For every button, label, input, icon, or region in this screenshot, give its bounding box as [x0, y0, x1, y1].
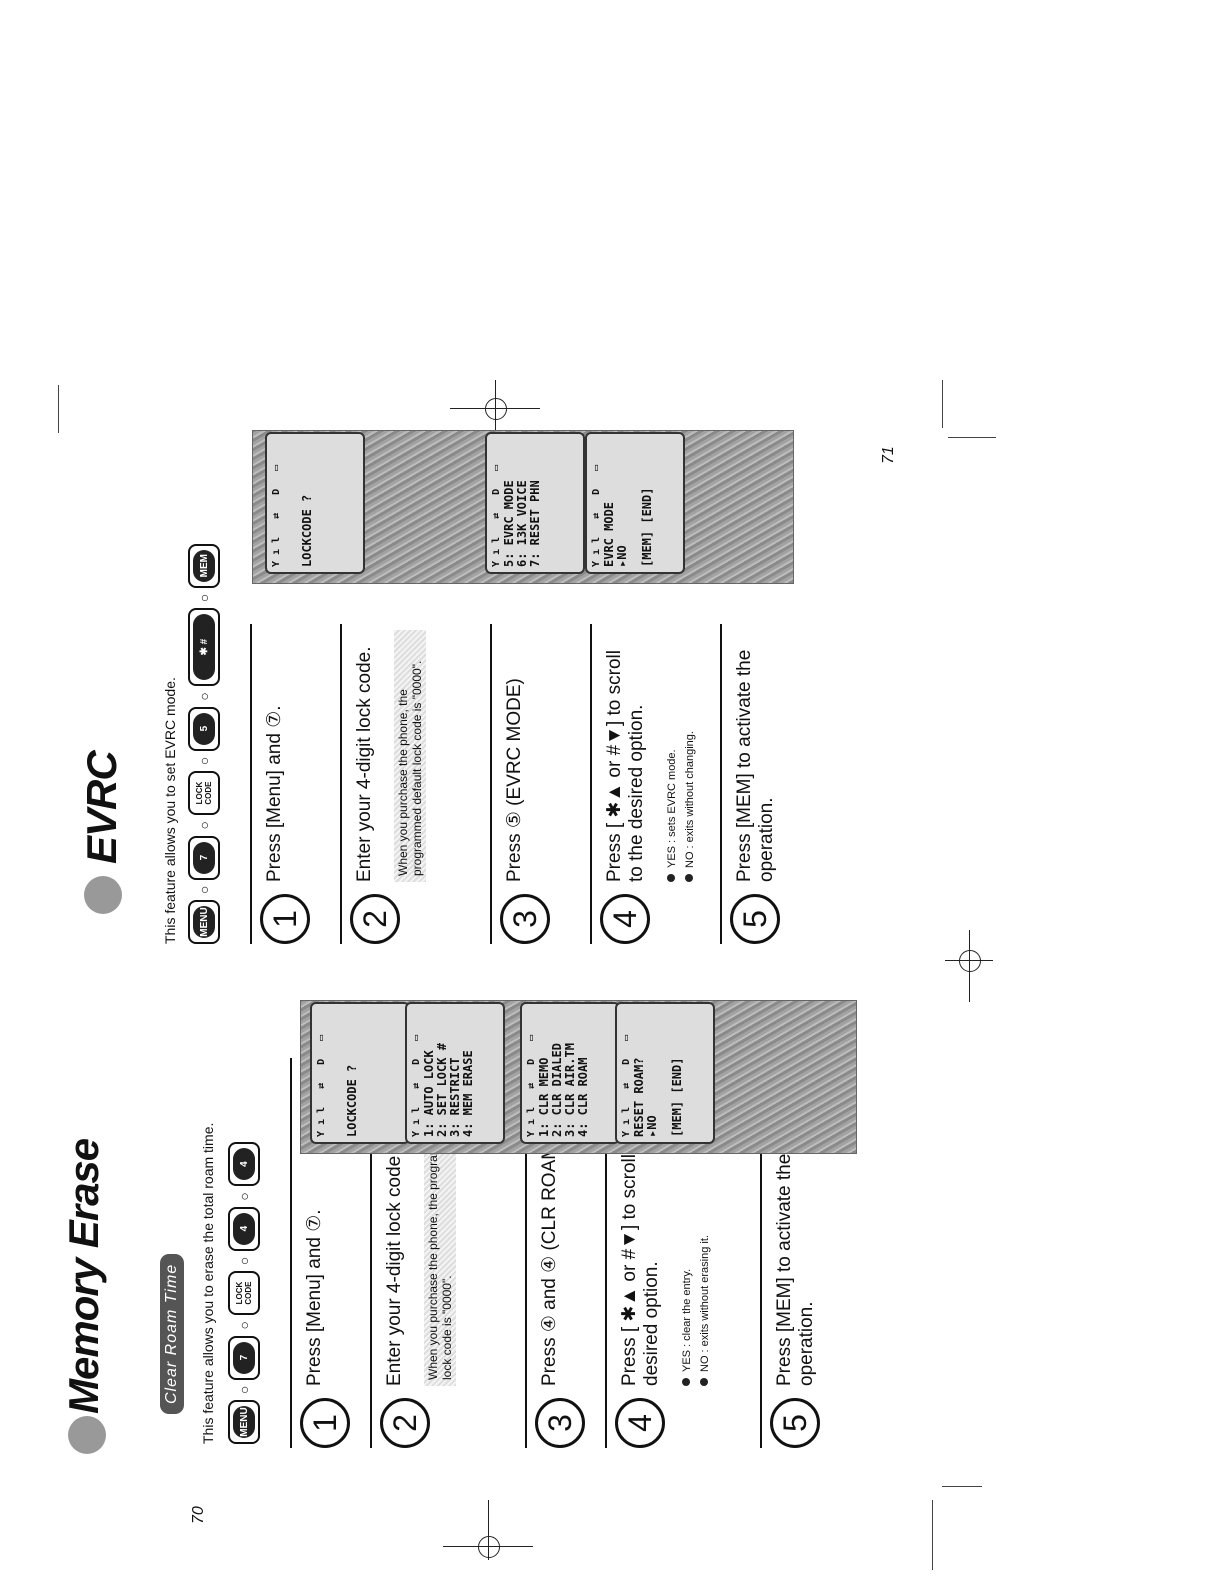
intro-left: This feature allows you to erase the tot… — [200, 1122, 216, 1444]
step-text: Press ④ and ④ (CLR ROAM) — [539, 1137, 560, 1386]
step-number: 3 — [535, 1398, 585, 1448]
arrow-icon: ○ — [196, 593, 212, 603]
lcd-screen: Yıl ⇄ D ▭ 5: EVRC MODE 6: 13K VOICE 7: R… — [485, 432, 585, 574]
page-title-right: EVRC — [78, 751, 125, 864]
step-number: 5 — [770, 1398, 820, 1448]
title-ornament-icon — [84, 876, 122, 914]
arrow-icon: ○ — [236, 1192, 252, 1201]
lcd-screen: Yıl ⇄ D ▭ LOCKCODE ? — [310, 1002, 410, 1144]
arrow-icon: ○ — [196, 692, 212, 701]
step-text: Enter your 4-digit lock code. — [354, 646, 375, 882]
step-4-right: 4 Press [ ✱▲ or #▼] to scroll to the des… — [590, 624, 722, 944]
intro-right: This feature allows you to set EVRC mode… — [162, 677, 178, 944]
step-text: Press [ ✱▲ or #▼] to scroll to the desir… — [604, 650, 647, 882]
arrow-icon: ○ — [196, 885, 212, 894]
lcd-screen: Yıl ⇄ D ▭ 1: AUTO LOCK 2: SET LOCK # 3: … — [405, 1002, 505, 1144]
lcd-screen: Yıl ⇄ D ▭ LOCKCODE ? — [265, 432, 365, 574]
menu-key-icon: MENU — [188, 900, 220, 944]
bullet-no: NO : exits without erasing it. — [697, 1235, 713, 1386]
page-number-left: 70 — [190, 1506, 207, 1524]
step-number: 2 — [350, 894, 400, 944]
key-5-icon: 5 — [188, 706, 220, 751]
lcd-line: 7: RESET PHN — [528, 480, 542, 567]
lock-code-key-icon: LOCK CODE — [188, 771, 220, 816]
step-number: 2 — [380, 1398, 430, 1448]
lcd-screen: Yıl ⇄ D ▭ 1: CLR MEMO 2: CLR DIALED 3: C… — [520, 1002, 620, 1144]
key-7-icon: 7 — [188, 835, 220, 880]
lcd-line: [MEM] [END] — [640, 487, 654, 567]
arrow-icon: ○ — [196, 756, 212, 766]
lcd-line: LOCKCODE ? — [300, 494, 314, 567]
crop-mark — [58, 385, 59, 433]
arrow-icon: ○ — [236, 1256, 252, 1266]
step-number: 5 — [730, 894, 780, 944]
crop-mark — [948, 437, 996, 438]
bullet-yes: YES : sets EVRC mode. — [664, 749, 680, 882]
bullet-yes: YES : clear the entry. — [679, 1269, 695, 1386]
lcd-line: 4: CLR ROAM — [576, 1057, 590, 1137]
step-5-right: 5 Press [MEM] to activate the operation. — [720, 624, 812, 944]
crop-mark — [942, 1486, 982, 1487]
step-text: Press [Menu] and ⑦. — [264, 705, 285, 882]
key-4-icon: 4 — [228, 1142, 260, 1187]
status-icons: Yıl ⇄ D ▭ — [316, 1028, 327, 1137]
step-number: 3 — [500, 894, 550, 944]
page-number-right: 71 — [880, 446, 897, 464]
menu-key-icon: MENU — [228, 1400, 260, 1444]
lcd-line: [MEM] [END] — [670, 1057, 684, 1137]
key-4-icon: 4 — [228, 1206, 260, 1251]
arrow-icon: ○ — [236, 1385, 252, 1394]
arrow-icon: ○ — [196, 821, 212, 830]
step-2-right: 2 Enter your 4-digit lock code. When you… — [340, 624, 482, 944]
step-note: When you purchase the phone, the program… — [394, 630, 426, 882]
step-1-right: 1 Press [Menu] and ⑦. — [250, 624, 342, 944]
title-ornament-icon — [68, 1416, 106, 1454]
lcd-line: ▸NO — [615, 545, 629, 567]
crop-mark — [942, 380, 943, 428]
step-text: Press ⑤ (EVRC MODE) — [504, 678, 525, 882]
step-text: Press [Menu] and ⑦. — [304, 1209, 325, 1386]
step-number: 4 — [615, 1398, 665, 1448]
mem-key-icon: MEM — [188, 543, 220, 588]
step-number: 1 — [260, 894, 310, 944]
lcd-screen: Yıl ⇄ D ▭ EVRC MODE ▸NO [MEM] [END] — [585, 432, 685, 574]
scroll-keys-icon: ✱ # — [188, 608, 220, 687]
key-sequence-left: MENU ○ 7 ○ LOCK CODE ○ 4 ○ 4 — [228, 1142, 260, 1444]
page-title-left: Memory Erase — [60, 1138, 107, 1414]
lcd-line: ▸NO — [645, 1115, 659, 1137]
step-text: Press [MEM] to activate the operation. — [734, 649, 777, 882]
step-number: 4 — [600, 894, 650, 944]
lcd-line: LOCKCODE ? — [345, 1064, 359, 1137]
lock-code-key-icon: LOCK CODE — [228, 1271, 260, 1316]
lcd-screen: Yıl ⇄ D ▭ RESET ROAM? ▸NO [MEM] [END] — [615, 1002, 715, 1144]
step-3-right: 3 Press ⑤ (EVRC MODE) — [490, 624, 582, 944]
status-icons: Yıl ⇄ D ▭ — [271, 458, 282, 567]
key-7-icon: 7 — [228, 1335, 260, 1380]
arrow-icon: ○ — [236, 1321, 252, 1330]
step-number: 1 — [300, 1398, 350, 1448]
bullet-no: NO : exits without changing. — [682, 731, 698, 882]
lcd-line: 4: MEM ERASE — [461, 1050, 475, 1137]
step-text: Enter your 4-digit lock code. — [384, 1150, 405, 1386]
key-sequence-right: MENU ○ 7 ○ LOCK CODE ○ 5 ○ ✱ # ○ MEM — [188, 543, 220, 944]
section-header-left: Clear Roam Time — [160, 1253, 184, 1414]
crop-mark — [932, 1500, 933, 1570]
